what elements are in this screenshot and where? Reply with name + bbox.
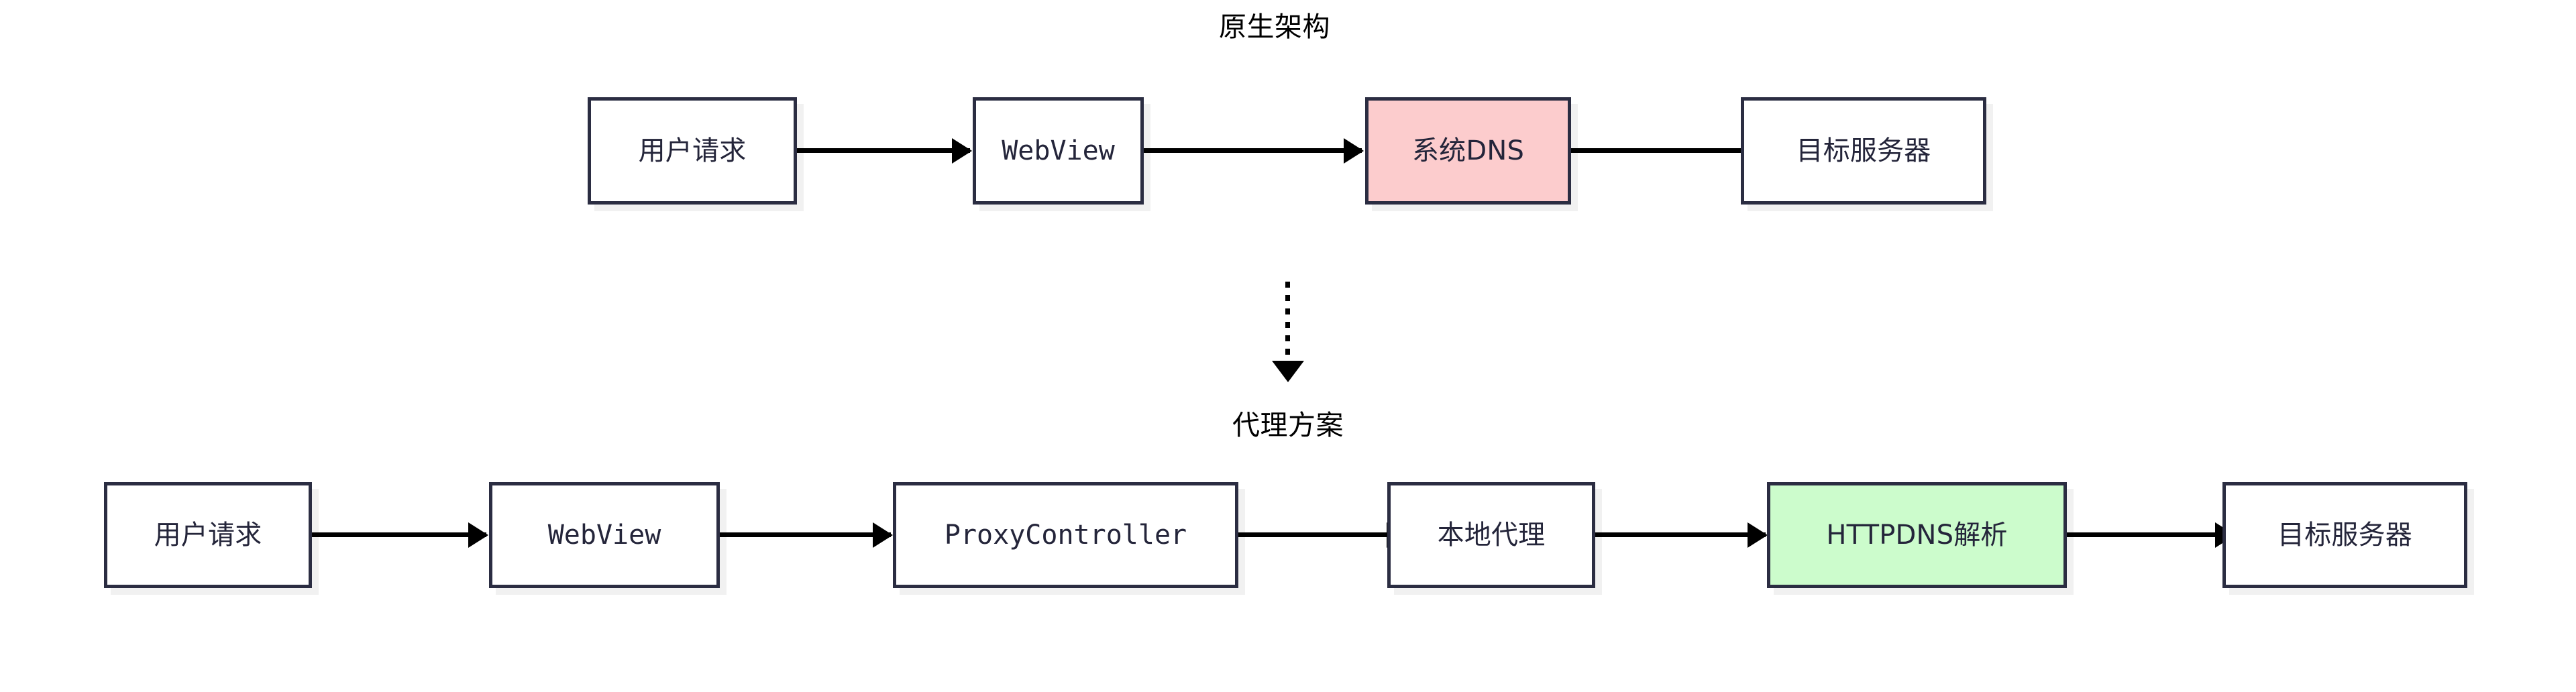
node-proxy-httpdns[interactable]: HTTPDNS解析 xyxy=(1767,482,2067,588)
node-label: 目标服务器 xyxy=(1796,135,1931,166)
section-caption-proxy: 代理方案 xyxy=(1232,409,1344,441)
arrow-right-icon xyxy=(1748,522,1768,548)
section-caption-native: 原生架构 xyxy=(1219,11,1330,43)
node-proxy-local-proxy[interactable]: 本地代理 xyxy=(1387,482,1595,588)
arrow-right-icon xyxy=(1344,137,1364,164)
arrow-right-icon xyxy=(952,137,972,164)
node-proxy-user-request[interactable]: 用户请求 xyxy=(104,482,312,588)
node-label: 本地代理 xyxy=(1437,520,1546,551)
node-label: 目标服务器 xyxy=(2277,520,2412,551)
node-label: WebView xyxy=(547,520,661,551)
arrow-down-icon xyxy=(1271,361,1304,382)
node-proxy-target-server[interactable]: 目标服务器 xyxy=(2222,482,2467,588)
node-native-webview[interactable]: WebView xyxy=(973,97,1144,205)
node-proxy-webview[interactable]: WebView xyxy=(489,482,720,588)
arrow-right-icon xyxy=(873,522,893,548)
node-label: HTTPDNS解析 xyxy=(1826,520,2008,551)
node-label: WebView xyxy=(1002,135,1115,166)
node-native-system-dns[interactable]: 系统DNS xyxy=(1365,97,1571,205)
node-label: 用户请求 xyxy=(154,520,262,551)
edge-native-system-dns-to-target-server xyxy=(1571,137,1761,164)
node-label: 用户请求 xyxy=(638,135,747,166)
edge-native-webview-to-system-dns xyxy=(1144,137,1364,164)
edge-native-user-request-to-webview xyxy=(797,137,972,164)
edge-proxy-user-request-to-webview xyxy=(312,522,488,548)
edge-proxy-httpdns-to-target-server xyxy=(2067,522,2235,548)
arrow-right-icon xyxy=(468,522,488,548)
dotted-line xyxy=(1285,282,1290,362)
node-label: ProxyController xyxy=(944,520,1187,551)
node-native-target-server[interactable]: 目标服务器 xyxy=(1741,97,1986,205)
edge-proxy-controller-to-local-proxy xyxy=(1238,522,1407,548)
node-native-user-request[interactable]: 用户请求 xyxy=(588,97,797,205)
edge-native-to-proxy-dotted xyxy=(1271,282,1304,382)
edge-proxy-local-proxy-to-httpdns xyxy=(1595,522,1768,548)
node-proxy-controller[interactable]: ProxyController xyxy=(893,482,1238,588)
edge-proxy-webview-to-controller xyxy=(720,522,893,548)
node-label: 系统DNS xyxy=(1411,135,1525,166)
